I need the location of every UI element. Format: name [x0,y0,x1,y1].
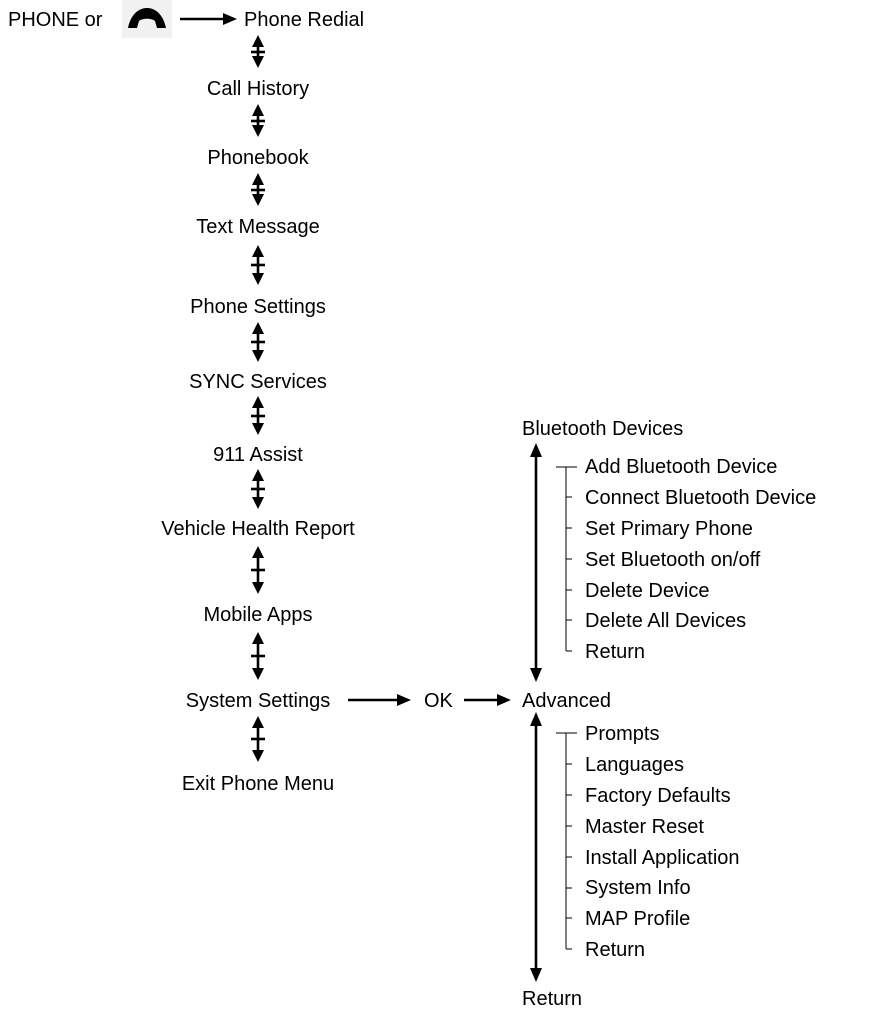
system-settings-arrow [348,694,411,706]
bluetooth-item-delete-all: Delete All Devices [585,610,746,632]
menu-item-phone-settings: Phone Settings [190,296,326,318]
double-arrow-5 [251,322,265,362]
double-arrow-6 [251,396,265,435]
menu-item-phone-redial: Phone Redial [244,9,364,31]
ok-arrow [464,694,511,706]
advanced-item-factory-defaults: Factory Defaults [585,785,731,807]
bluetooth-item-add: Add Bluetooth Device [585,456,777,478]
double-arrow-10 [251,716,265,762]
menu-item-911-assist: 911 Assist [213,444,303,466]
bluetooth-vertical-arrow [530,443,542,682]
double-arrow-1 [251,35,265,68]
double-arrow-8 [251,546,265,594]
menu-item-call-history: Call History [207,78,309,100]
bottom-return-label: Return [522,988,582,1010]
menu-item-mobile-apps: Mobile Apps [204,604,313,626]
bluetooth-submenu-bracket [556,466,577,652]
bluetooth-item-connect: Connect Bluetooth Device [585,487,816,509]
menu-item-phonebook: Phonebook [207,147,309,169]
menu-item-system-settings: System Settings [186,690,331,712]
handset-icon [122,0,172,38]
header-arrow [180,13,237,25]
menu-item-exit-phone-menu: Exit Phone Menu [182,773,334,795]
advanced-item-prompts: Prompts [585,723,659,745]
advanced-item-return: Return [585,939,645,961]
menu-item-vehicle-health-report: Vehicle Health Report [161,518,355,540]
bluetooth-item-delete: Delete Device [585,580,710,602]
double-arrow-3 [251,173,265,206]
advanced-title: Advanced [522,690,611,712]
double-arrow-4 [251,245,265,285]
menu-item-text-message: Text Message [196,216,319,238]
bluetooth-item-on-off: Set Bluetooth on/off [585,549,761,571]
advanced-item-system-info: System Info [585,877,691,899]
ok-label: OK [424,690,454,712]
advanced-vertical-arrow [530,712,542,982]
advanced-item-map-profile: MAP Profile [585,908,690,930]
bluetooth-item-return: Return [585,641,645,663]
phone-button-label: PHONE or [8,9,103,31]
double-arrow-9 [251,632,265,680]
menu-item-sync-services: SYNC Services [189,371,327,393]
advanced-item-master-reset: Master Reset [585,816,704,838]
advanced-item-install-application: Install Application [585,847,740,869]
advanced-submenu-bracket [556,732,577,950]
advanced-item-languages: Languages [585,754,684,776]
double-arrow-2 [251,104,265,137]
bluetooth-item-set-primary: Set Primary Phone [585,518,753,540]
bluetooth-devices-title: Bluetooth Devices [522,418,683,440]
double-arrow-7 [251,469,265,509]
